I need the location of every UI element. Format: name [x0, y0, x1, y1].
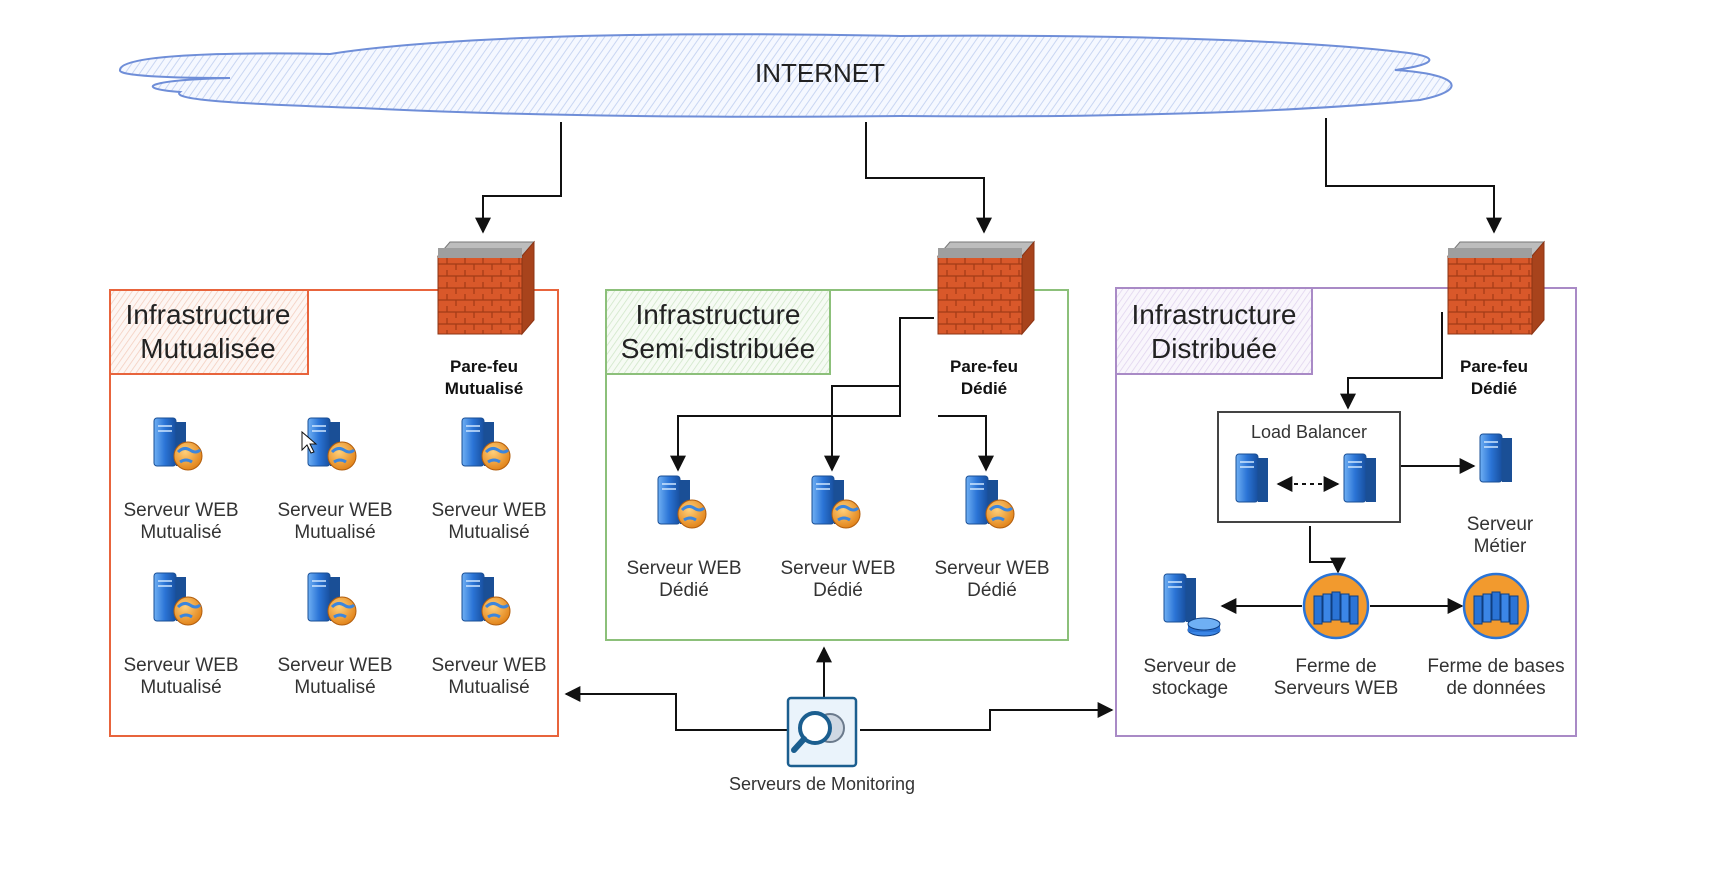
semi-connectors [670, 317, 994, 472]
web-server-icon [154, 418, 202, 470]
storage-label-2: stockage [1152, 678, 1228, 699]
server-label-2: Mutualisé [294, 677, 375, 698]
internet-label: INTERNET [755, 58, 885, 88]
infra-semi-box: Infrastructure Semi-distribuée [605, 289, 1069, 641]
server-label-1: Serveur WEB [277, 500, 392, 521]
web-server-icon [308, 573, 356, 625]
serveur-metier-label-1: Serveur [1467, 514, 1534, 535]
firewall-distribuee-label-2: Dédié [1471, 379, 1517, 398]
server-label-1: Serveur WEB [123, 655, 238, 676]
infra-mutualisee-title-1: Infrastructure [126, 299, 291, 330]
web-farm-icon [1302, 572, 1370, 640]
firewall-mutualise-label-2: Mutualisé [445, 379, 523, 398]
web-farm-label-2: Serveurs WEB [1274, 678, 1399, 699]
server-label-2: Mutualisé [448, 522, 529, 543]
firewall-semi-icon [937, 241, 1035, 335]
server-dedie-label-1: Serveur WEB [780, 558, 895, 579]
storage-label-1: Serveur de [1144, 656, 1237, 677]
web-server-icon [154, 573, 202, 625]
server-label-2: Mutualisé [140, 677, 221, 698]
storage-server-icon [1163, 573, 1221, 637]
serveur-metier-label-2: Métier [1474, 536, 1527, 557]
server-dedie-label-1: Serveur WEB [626, 558, 741, 579]
monitoring-icon [786, 696, 858, 768]
distribuee-connectors [1220, 312, 1476, 614]
load-balancer-box: Load Balancer [1217, 411, 1401, 523]
internet-cloud: INTERNET [118, 33, 1453, 118]
mouse-cursor-icon [301, 430, 318, 454]
server-dedie-label-1: Serveur WEB [934, 558, 1049, 579]
server-dedie-label-2: Dédié [813, 580, 863, 601]
server-dedie-label-2: Dédié [659, 580, 709, 601]
infra-distribuee-box: Infrastructure Distribuée [1115, 287, 1577, 737]
server-label-2: Mutualisé [294, 522, 375, 543]
infra-semi-title-2: Semi-distribuée [621, 333, 816, 364]
server-label-2: Mutualisé [448, 677, 529, 698]
db-farm-label-1: Ferme de bases [1427, 656, 1564, 677]
infra-mutualisee-title-2: Mutualisée [140, 333, 275, 364]
server-dedie-label-2: Dédié [967, 580, 1017, 601]
semi-servers: Serveur WEB Dédié Serveur WEB Dédié Serv… [626, 476, 1050, 601]
web-server-icon [966, 476, 1014, 528]
web-server-icon [462, 573, 510, 625]
firewall-distribuee-label-1: Pare-feu [1460, 357, 1528, 376]
firewall-semi-label-2: Dédié [961, 379, 1007, 398]
web-farm-label-1: Ferme de [1295, 656, 1376, 677]
server-label-2: Mutualisé [140, 522, 221, 543]
server-label-1: Serveur WEB [431, 655, 546, 676]
internet-connectors [475, 118, 1502, 234]
firewall-semi-label-1: Pare-feu [950, 357, 1018, 376]
server-label-1: Serveur WEB [123, 500, 238, 521]
web-server-icon [658, 476, 706, 528]
server-label-1: Serveur WEB [431, 500, 546, 521]
firewall-distribuee-icon [1447, 241, 1545, 335]
firewall-mutualise-icon [437, 241, 535, 335]
load-balancer-label: Load Balancer [1251, 422, 1367, 442]
monitoring-connectors [564, 646, 1114, 731]
infra-mutualisee-box: Infrastructure Mutualisée [109, 289, 559, 737]
serveur-metier-icon [1479, 433, 1513, 483]
web-server-icon [462, 418, 510, 470]
infra-semi-title-1: Infrastructure [636, 299, 801, 330]
lb-server-icon-left [1235, 453, 1269, 503]
db-farm-icon [1462, 572, 1530, 640]
infra-distribuee-title-1: Infrastructure [1132, 299, 1297, 330]
infra-distribuee-title-2: Distribuée [1151, 333, 1277, 364]
lb-server-icon-right [1343, 453, 1377, 503]
web-server-icon [812, 476, 860, 528]
server-label-1: Serveur WEB [277, 655, 392, 676]
mutualise-servers: Serveur WEB Mutualisé Serveur WEB Mutual… [123, 418, 547, 698]
firewall-mutualise-label-1: Pare-feu [450, 357, 518, 376]
monitoring-label: Serveurs de Monitoring [729, 774, 915, 794]
db-farm-label-2: de données [1446, 678, 1545, 699]
